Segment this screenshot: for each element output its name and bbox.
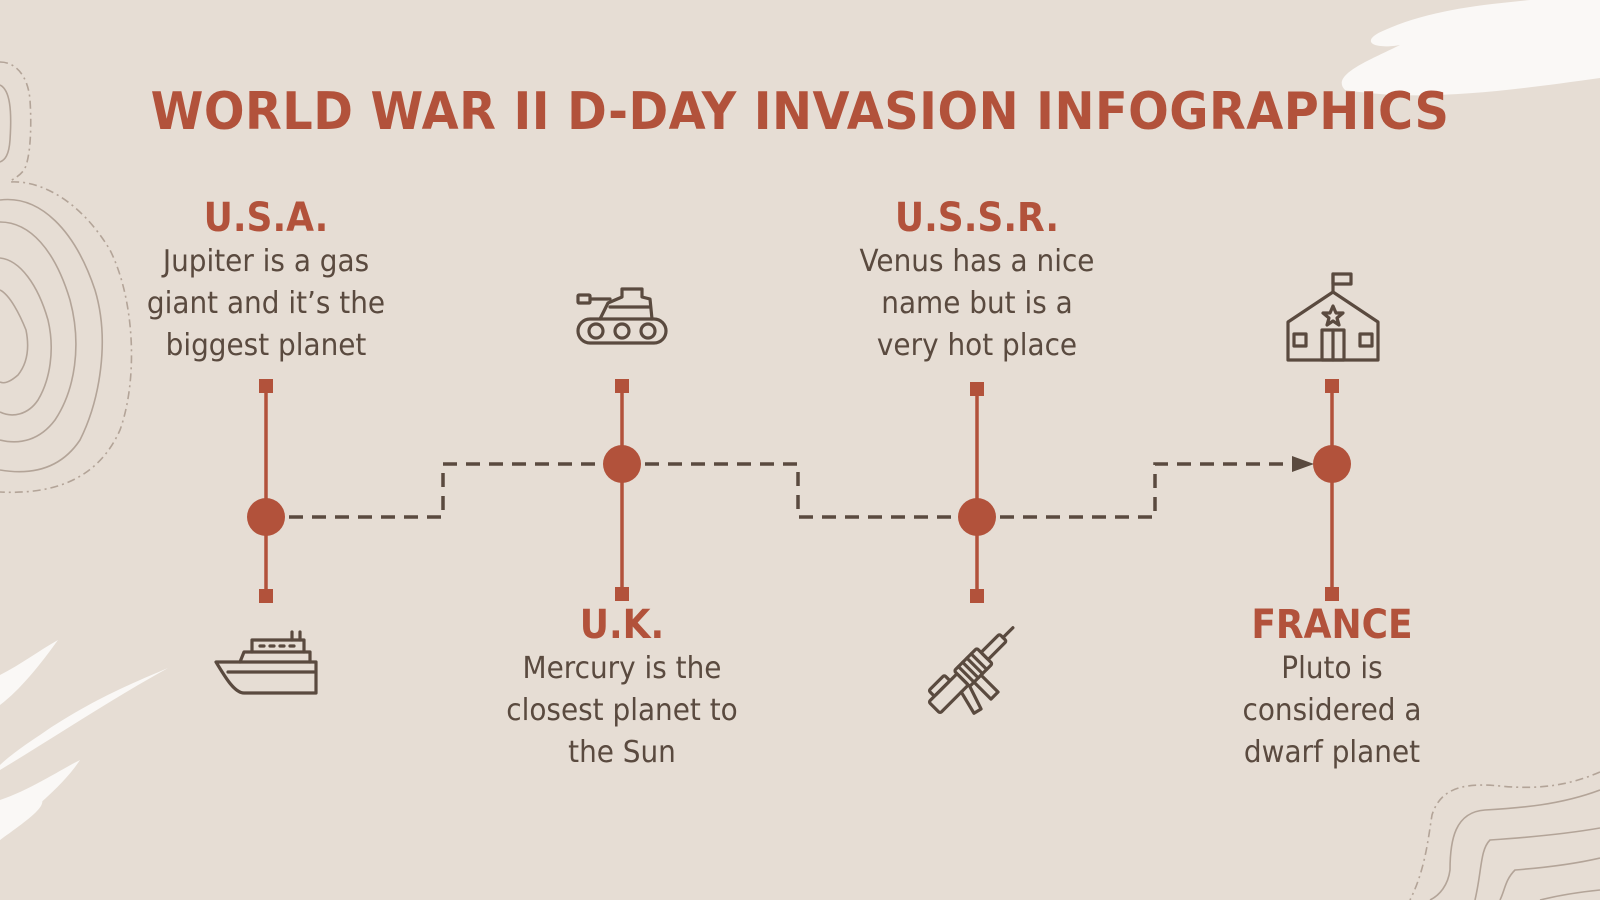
node-ussr-text: U.S.S.R. Venus has a nice name but is a … <box>827 195 1127 367</box>
page-title: WORLD WAR II D-DAY INVASION INFOGRAPHICS <box>150 82 1450 142</box>
description-line: the Sun <box>568 735 676 770</box>
dashed-route <box>266 462 1300 519</box>
node-france <box>1313 379 1351 601</box>
node-usa-text: U.S.A. Jupiter is a gas giant and it’s t… <box>116 195 416 367</box>
country-label: U.S.S.R. <box>894 195 1060 241</box>
country-label: FRANCE <box>1251 602 1413 648</box>
route-segment-1 <box>266 462 622 519</box>
node-uk <box>603 379 641 601</box>
route-segment-2 <box>622 462 977 519</box>
tank-icon <box>576 287 668 345</box>
rifle-icon <box>928 626 1015 715</box>
description-line: Jupiter is a gas <box>162 244 370 279</box>
route-segment-3 <box>977 462 1300 519</box>
route-arrowhead <box>1292 456 1314 472</box>
description-line: dwarf planet <box>1243 735 1421 770</box>
node-uk-text: U.K. Mercury is the closest planet to th… <box>472 602 772 774</box>
description-line: very hot place <box>876 328 1078 363</box>
node-ussr <box>958 382 996 603</box>
description-line: giant and it’s the <box>146 286 386 321</box>
description-line: biggest planet <box>165 328 367 363</box>
country-label: U.K. <box>579 602 665 648</box>
house-flag-icon <box>1286 272 1380 362</box>
description-line: name but is a <box>881 286 1073 321</box>
description-line: Mercury is the <box>522 651 722 686</box>
description-line: closest planet to <box>506 693 738 728</box>
node-usa <box>247 379 285 603</box>
description-line: considered a <box>1242 693 1422 728</box>
ship-icon <box>214 630 318 695</box>
description-line: Venus has a nice <box>859 244 1095 279</box>
node-france-text: FRANCE Pluto is considered a dwarf plane… <box>1182 602 1482 774</box>
country-label: U.S.A. <box>203 195 329 241</box>
description-line: Pluto is <box>1281 651 1383 686</box>
